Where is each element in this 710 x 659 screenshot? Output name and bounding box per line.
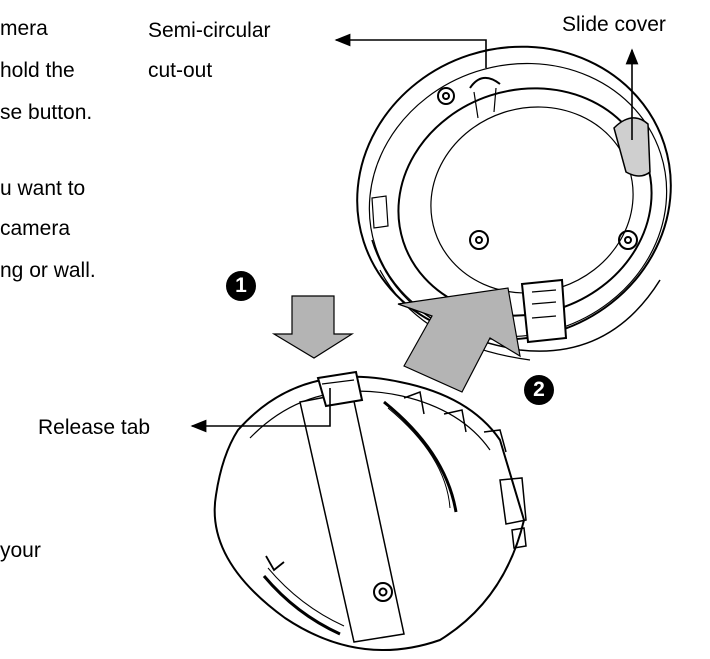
instruction-fragment-5: camera <box>0 217 71 240</box>
instruction-fragment-2: hold the <box>0 59 75 82</box>
instruction-fragment-1: mera <box>0 17 48 40</box>
label-release-tab: Release tab <box>38 416 151 439</box>
instruction-fragment-3: se button. <box>0 101 93 124</box>
step-2-badge: 2 <box>524 375 554 405</box>
label-slide-cover: Slide cover <box>562 13 666 36</box>
instruction-fragment-7: your <box>0 539 41 562</box>
dome-cover <box>356 45 672 361</box>
mounting-base <box>213 370 527 651</box>
step-1-badge: 1 <box>226 271 256 301</box>
instruction-fragment-4: u want to <box>0 177 86 200</box>
label-semi-circular-cutout-line1: Semi-circular <box>148 19 271 42</box>
leader-release-tab <box>190 388 331 433</box>
push-arrow-2 <box>397 287 521 393</box>
leader-semi-circular <box>334 33 487 68</box>
label-semi-circular-cutout-line2: cut-out <box>148 59 213 82</box>
down-arrow-1 <box>271 295 355 359</box>
instruction-fragment-6: ng or wall. <box>0 259 96 282</box>
